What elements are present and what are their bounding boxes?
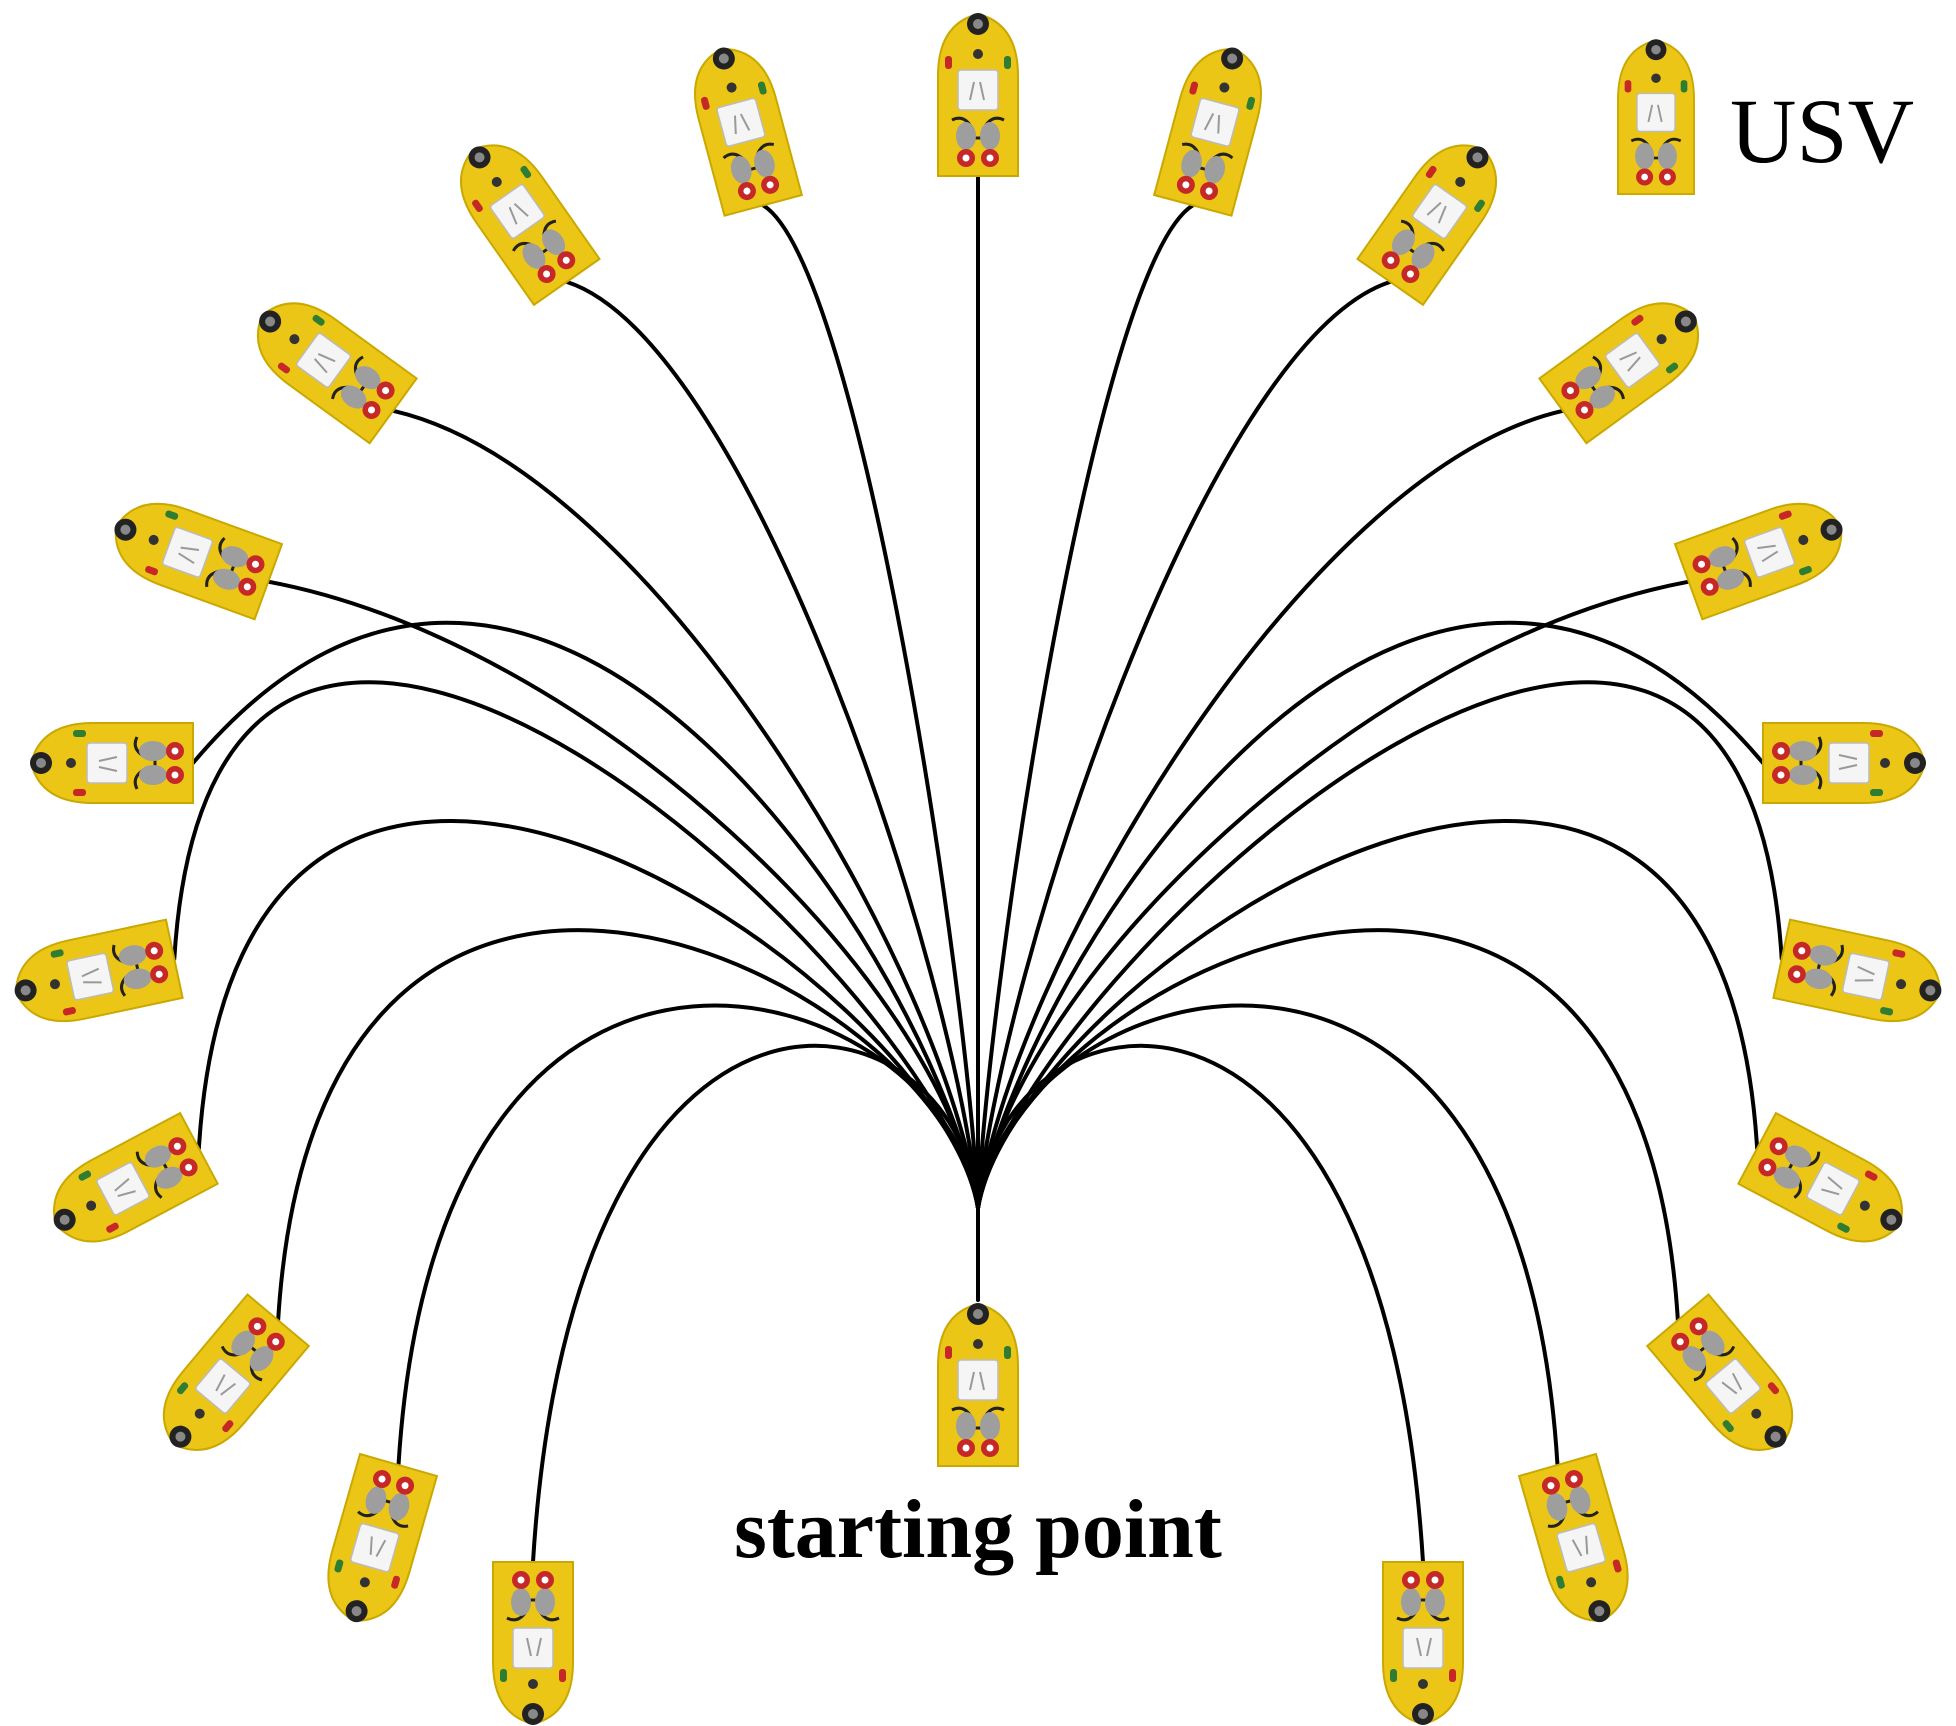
trajectory-path (976, 680, 1784, 1210)
trajectory-path (976, 1003, 1560, 1468)
trajectory-path (266, 579, 980, 1210)
starting-point-label: starting point (734, 1483, 1222, 1576)
usv-icon (936, 11, 1020, 178)
usv-icon (28, 721, 195, 805)
trajectory-path (976, 408, 1565, 1210)
usv-icon (236, 281, 419, 445)
trajectory-path (976, 1043, 1425, 1564)
legend: USV (1616, 37, 1914, 196)
usv-icon (1355, 123, 1519, 307)
usv-icon (680, 36, 804, 218)
usv-icon (1537, 281, 1720, 445)
usv-icon (491, 1560, 575, 1726)
usv-icon (1736, 1111, 1922, 1262)
usv-icon (1152, 36, 1276, 218)
usv-icon (1517, 1452, 1643, 1635)
usv-icon (1645, 1293, 1815, 1473)
trajectory-path (396, 1003, 980, 1468)
trajectory-path (976, 819, 1760, 1210)
usv-icon (438, 123, 602, 307)
trajectory-path (564, 279, 980, 1210)
trajectory-path (761, 203, 980, 1210)
trajectory-path (976, 579, 1691, 1210)
usv-icon (141, 1293, 311, 1473)
start-usv-icon (936, 1301, 1020, 1468)
usv-icon (5, 918, 185, 1034)
trajectory-path (191, 621, 980, 1210)
usv-icon (34, 1111, 220, 1262)
trajectory-path (976, 279, 1393, 1210)
legend-usv-icon (1616, 37, 1696, 196)
usv-icon (1673, 486, 1858, 621)
usv-icon (313, 1452, 439, 1635)
trajectory-path (391, 408, 980, 1210)
trajectory-path (196, 819, 980, 1210)
trajectory-path (976, 621, 1765, 1210)
trajectories (172, 174, 1784, 1564)
usv-icon (99, 486, 284, 621)
trajectory-path (976, 203, 1195, 1210)
trajectory-path (172, 680, 980, 1210)
legend-label: USV (1730, 80, 1914, 182)
usv-icon (1761, 721, 1928, 805)
usv-icon (1381, 1560, 1465, 1726)
trajectory-path (531, 1043, 980, 1564)
usv-icon (1771, 918, 1951, 1034)
